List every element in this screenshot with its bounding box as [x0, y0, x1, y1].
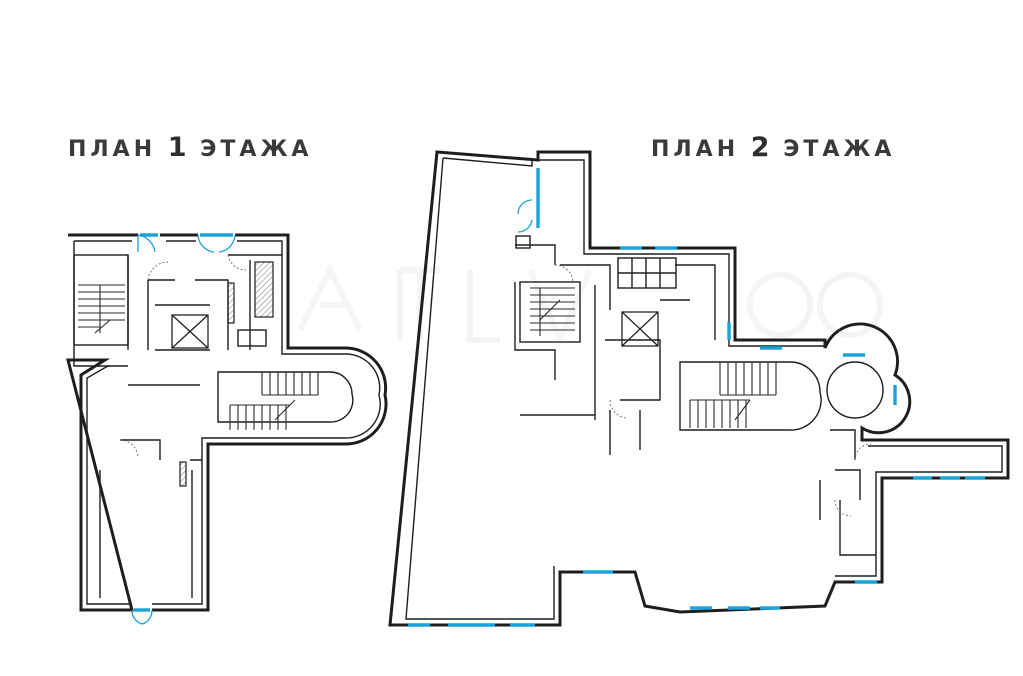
floor-1-left-stairs: [78, 284, 125, 334]
floor-1-plan: [66, 233, 388, 625]
floor-2-plan-title: ПЛАН 2 ЭТАЖА: [651, 132, 895, 163]
floor-1-plan-title: ПЛАН 1 ЭТАЖА: [68, 132, 312, 163]
floor-2-inner-wall: [405, 157, 1003, 620]
floor-2-small-block: [515, 235, 531, 249]
watermark: [297, 263, 883, 348]
floor-1-shaft: [254, 261, 274, 318]
floor-2-elevator-cross: [621, 311, 659, 347]
floor-2-doors: [517, 199, 872, 517]
floor-1-elevator: [171, 314, 209, 349]
floor-1-corridor: [108, 365, 202, 461]
floor-1-stair-hall: [217, 371, 354, 423]
floor-2-grid-room: [617, 257, 677, 289]
floor-1-elevator-cross: [171, 314, 209, 349]
floor-2-right-corridor: [819, 429, 876, 556]
floor-1-title-number: 1: [167, 132, 189, 163]
floor-2-left-stairs: [530, 287, 575, 336]
floor-1-outer-wall: [66, 233, 388, 612]
floor-2-title-number: 2: [750, 132, 772, 163]
floor-2-title-prefix: ПЛАН: [651, 137, 740, 162]
floor-2-title-suffix: ЭТАЖА: [783, 137, 896, 162]
floor-1-doors: [119, 234, 247, 625]
floor-1-column: [179, 461, 187, 487]
floor-1-central-partitions: [127, 254, 282, 351]
floor-2-rotunda: [826, 361, 884, 419]
floor-1-main-stairs: [229, 372, 319, 430]
floor-1-hatched-wall: [227, 282, 235, 324]
floor-1-title-suffix: ЭТАЖА: [200, 137, 313, 162]
floor-2-stair-hall: [679, 361, 822, 431]
floor-1-title-prefix: ПЛАН: [68, 137, 157, 162]
floor-2-elevator: [621, 311, 659, 347]
floor-1-inner-wall: [73, 240, 381, 605]
floor-1-small-room: [237, 329, 267, 347]
floor-2-main-stairs: [689, 362, 777, 428]
floor-2-partitions: [514, 244, 716, 455]
floor-2-plan: [388, 150, 1010, 627]
floor-1-left-stair-room: [73, 254, 129, 346]
floor-2-outer-wall: [388, 150, 1010, 627]
floor-2-left-stair-room: [519, 281, 581, 343]
floor-1-long-hall: [99, 470, 193, 598]
windows: [134, 168, 985, 627]
